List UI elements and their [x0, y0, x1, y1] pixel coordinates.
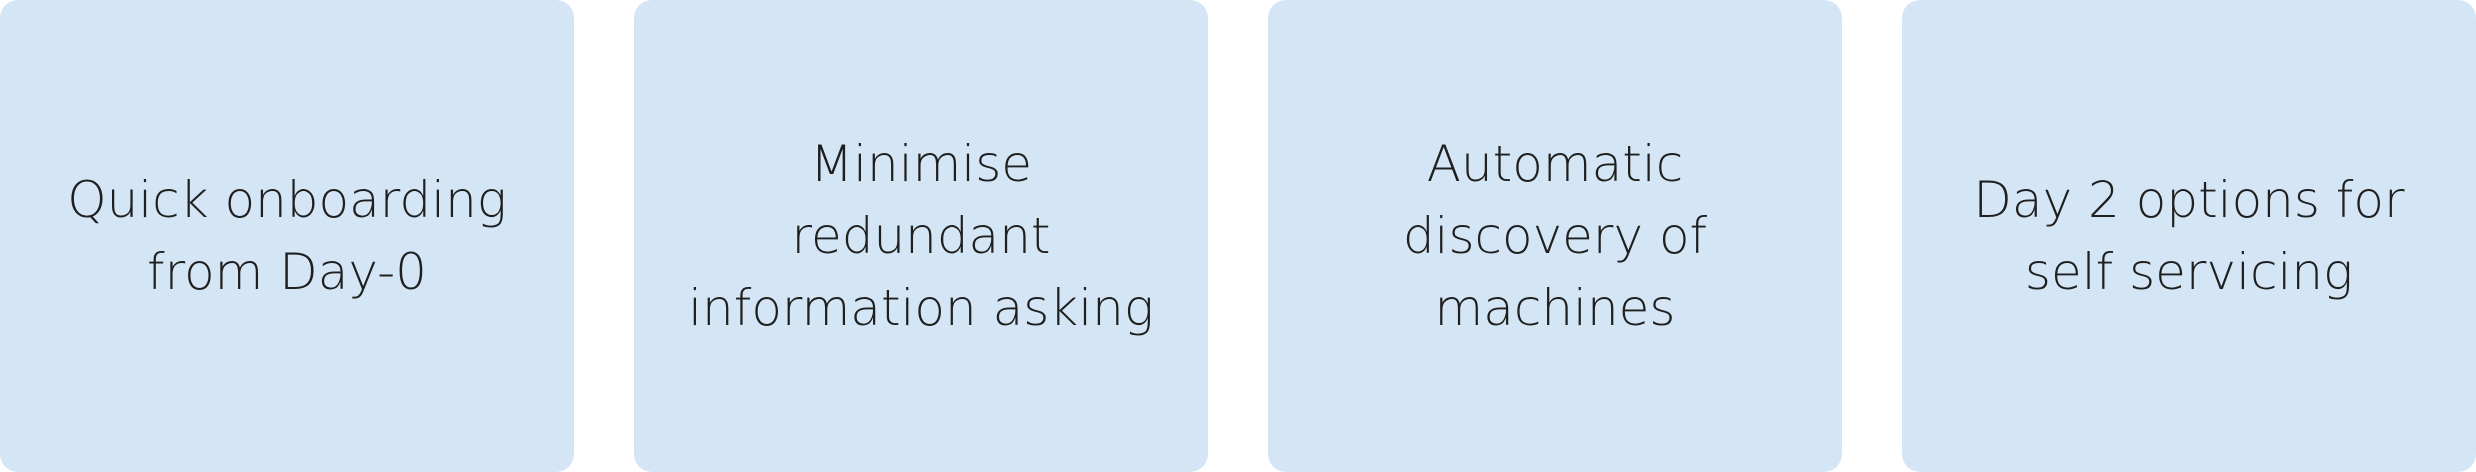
card-day2-options: Day 2 options for self servicing: [1902, 0, 2476, 472]
card-automatic-discovery: Automatic discovery of machines: [1268, 0, 1842, 472]
card-label: Day 2 options for self servicing: [1973, 171, 2405, 301]
card-label: Quick onboarding from Day-0: [67, 171, 507, 301]
card-label: Automatic discovery of machines: [1402, 135, 1708, 337]
card-quick-onboarding: Quick onboarding from Day-0: [0, 0, 574, 472]
card-minimise-redundant-info: Minimise redundant information asking: [634, 0, 1208, 472]
card-label: Minimise redundant information asking: [688, 135, 1154, 337]
